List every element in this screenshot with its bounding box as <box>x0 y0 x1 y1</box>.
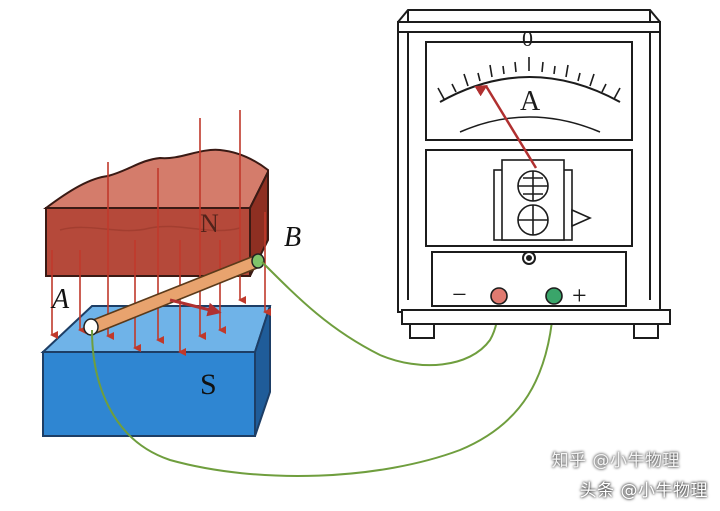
meter-scale-ticks <box>437 57 621 100</box>
motion-arrow <box>169 298 222 317</box>
meter-zero-label: 0 <box>522 26 533 51</box>
terminal-plus <box>545 287 563 305</box>
meter-scale-arc <box>439 76 621 103</box>
conductor-rod-ab <box>83 253 265 336</box>
rod-end-b-label: B <box>284 222 301 253</box>
rod-end-a-label: A <box>50 284 70 315</box>
terminal-minus-label: − <box>452 280 467 309</box>
terminal-minus <box>490 287 508 305</box>
north-magnet: N <box>42 148 269 277</box>
wire-a-to-plus <box>91 297 555 477</box>
terminal-plus-label: + <box>572 281 587 310</box>
south-pole-label: S <box>200 368 217 401</box>
watermark-toutiao: 头条 @小牛物理 <box>579 481 708 501</box>
meter-symbol-label: A <box>520 86 541 117</box>
meter-movement <box>493 159 592 241</box>
watermark-zhihu: 知乎 @小牛物理 <box>551 451 680 471</box>
meter-needle <box>474 84 538 169</box>
meter-terminals: − + <box>452 280 587 310</box>
magnetic-field-lines <box>50 110 271 356</box>
wire-b-to-minus <box>261 261 500 367</box>
south-magnet: S <box>40 305 272 437</box>
connecting-wires <box>91 261 555 477</box>
north-pole-label: N <box>200 209 219 238</box>
